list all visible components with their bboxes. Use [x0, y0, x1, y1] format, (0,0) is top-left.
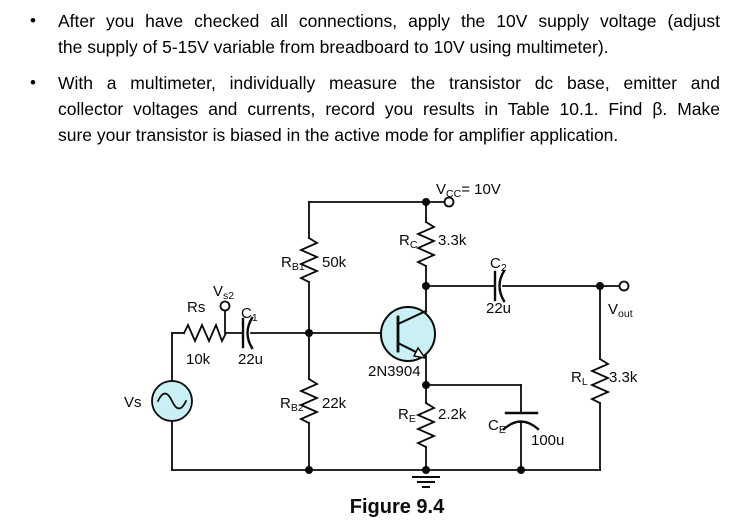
- c2-capacitor: [493, 269, 506, 303]
- bullet-1-line-2: the supply of 5-15V variable from breadb…: [58, 37, 609, 57]
- input-wire: [171, 310, 399, 471]
- rc-resistor: [415, 201, 437, 287]
- terminals: [219, 196, 630, 312]
- rb2-label: RB2: [280, 395, 304, 414]
- c2-value: 22u: [486, 300, 511, 317]
- rs-resistor: [182, 322, 228, 344]
- instructions: • After you have checked all connections…: [0, 8, 748, 158]
- vout-terminal: [618, 280, 630, 292]
- re-label: RE: [398, 406, 416, 425]
- ce-label: CE: [488, 417, 506, 436]
- bullet-icon: •: [30, 11, 36, 30]
- emitter-wire: [425, 384, 522, 471]
- bullet-2-line-3: sure your transistor is biased in the ac…: [58, 125, 619, 145]
- vs-source: [151, 380, 193, 422]
- rb2-resistor: [298, 332, 320, 471]
- rb1-value: 50k: [322, 254, 347, 271]
- vs2-terminal: [219, 300, 231, 312]
- rl-label: RL: [571, 369, 588, 388]
- vcc-label: VCC= 10V: [436, 181, 501, 200]
- vout-label: Vout: [608, 301, 633, 320]
- bullet-item: • With a multimeter, individually measur…: [0, 70, 748, 148]
- figure-caption: Figure 9.4: [350, 496, 445, 518]
- junction-dots: [305, 198, 604, 474]
- rl-value: 3.3k: [609, 369, 638, 386]
- ce-capacitor: [502, 411, 540, 431]
- rb1-label: RB1: [281, 254, 305, 273]
- rb1-resistor: [298, 201, 320, 334]
- bullet-1-line-1: After you have checked all connections, …: [58, 11, 720, 31]
- bullet-2-line-2: collector voltages and currents, record …: [58, 99, 720, 119]
- re-resistor: [415, 384, 437, 471]
- re-value: 2.2k: [438, 406, 467, 423]
- rc-label: RC: [399, 232, 418, 251]
- rl-resistor: [589, 285, 611, 471]
- rs-value: 10k: [186, 351, 211, 368]
- vcc-terminal: [443, 196, 455, 208]
- c1-value: 22u: [238, 351, 263, 368]
- rs-label: Rs: [187, 299, 205, 316]
- c2-label: C2: [490, 255, 507, 274]
- rb2-value: 22k: [322, 395, 347, 412]
- bullet-icon: •: [30, 73, 36, 92]
- rc-value: 3.3k: [438, 232, 467, 249]
- vs-label: Vs: [124, 394, 142, 411]
- c1-capacitor: [241, 316, 254, 350]
- c1-label: C1: [241, 305, 258, 324]
- transistor-symbol: [380, 285, 436, 386]
- ce-value: 100u: [531, 432, 564, 449]
- bullet-item: • After you have checked all connections…: [0, 8, 748, 60]
- ground-icon: [412, 476, 440, 488]
- transistor-part-label: 2N3904: [368, 363, 421, 380]
- vs2-label: Vs2: [213, 283, 234, 302]
- bullet-2-line-1: With a multimeter, individually measure …: [58, 73, 720, 93]
